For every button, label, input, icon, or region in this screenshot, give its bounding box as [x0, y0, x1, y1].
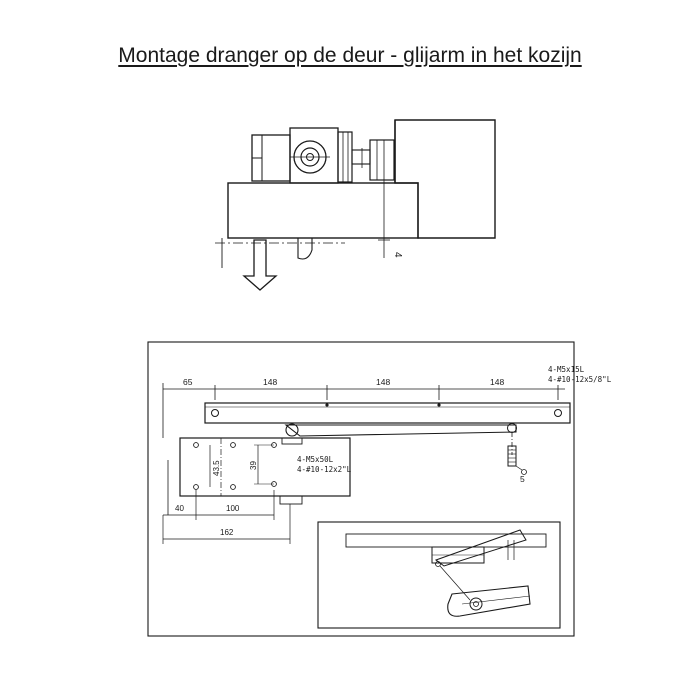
dim-100: 100 [226, 504, 240, 513]
detail-inset [317, 521, 561, 629]
opening-direction-arrow [242, 239, 278, 291]
screw-spec-body-metric: 4-M5x50L [297, 455, 334, 464]
top-dimensions: 65 148 148 148 [162, 377, 565, 438]
arm-label: 5 [520, 474, 525, 484]
top-section-view: 4 [215, 119, 496, 291]
door-frame [394, 119, 496, 239]
dim-65: 65 [183, 377, 193, 387]
dim-40: 40 [175, 504, 184, 513]
template-border [147, 341, 575, 637]
slide-rail [204, 402, 571, 424]
gap-label: 4 [392, 252, 403, 258]
dim-162: 162 [220, 528, 234, 537]
dim-148-c: 148 [490, 377, 504, 387]
closer-arm: 5 [284, 423, 527, 484]
dim-43-5: 43.5 [212, 460, 221, 476]
bottom-dimensions: 40 100 162 [162, 490, 291, 544]
dim-39: 39 [249, 461, 258, 470]
page-title: Montage dranger op de deur - glijarm in … [118, 44, 582, 67]
screw-spec-body-imperial: 4-#10-12x2"L [297, 465, 352, 474]
screw-spec-arm-metric: 4-M5x15L [548, 365, 585, 374]
closer-body-top [251, 127, 395, 184]
dim-148-a: 148 [263, 377, 277, 387]
front-template-view: 65 148 148 148 4-M5x15L 4-#10-12x5/8"L [147, 341, 612, 637]
door-leaf [227, 182, 419, 239]
dim-148-b: 148 [376, 377, 390, 387]
closer-body-front: 43.5 39 4-M5x50L 4-#10-12x2"L [179, 437, 352, 505]
screw-spec-arm-imperial: 4-#10-12x5/8"L [548, 375, 612, 384]
